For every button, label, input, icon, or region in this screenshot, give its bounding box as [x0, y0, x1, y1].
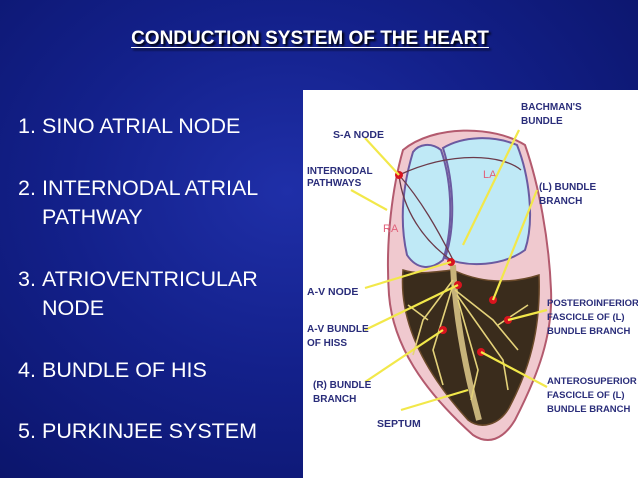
list-item-number: 5. — [18, 419, 36, 443]
internodal-label-2: PATHWAYS — [307, 178, 362, 189]
heart-diagram: LA RA S-A NODE INTERNODAL PATHWAYS A-V N… — [307, 102, 638, 441]
post-fascicle-label-1: POSTEROINFERIOR — [547, 298, 638, 309]
list-item-number: 2. — [18, 176, 36, 200]
list-item-number: 4. — [18, 358, 36, 382]
l-bundle-label-2: BRANCH — [539, 196, 582, 207]
list-item: 3. ATRIOVENTRICULAR NODE — [18, 265, 303, 323]
post-fascicle-label-2: FASCICLE OF (L) — [547, 312, 625, 323]
chamber-ra-label: RA — [383, 223, 399, 235]
septum-label: SEPTUM — [377, 418, 421, 430]
list-item-text: SINO ATRIAL NODE — [42, 114, 241, 138]
list-item: 2. INTERNODAL ATRIAL PATHWAY — [18, 174, 303, 232]
septum-wall — [450, 264, 482, 421]
ant-fascicle-label-2: FASCICLE OF (L) — [547, 390, 625, 401]
internodal-pathways — [398, 156, 522, 261]
list-item-number: 3. — [18, 267, 36, 291]
purkinje-fibers — [407, 279, 529, 401]
l-bundle-label-1: (L) BUNDLE — [539, 182, 597, 193]
list-item: 5. PURKINJEE SYSTEM — [18, 417, 303, 446]
chamber-la-label: LA — [483, 169, 497, 181]
list-item-number: 1. — [18, 114, 36, 138]
list-item-text: ATRIOVENTRICULAR NODE — [42, 267, 258, 320]
list-item: 1. SINO ATRIAL NODE — [18, 112, 303, 141]
av-bundle-label-1: A-V BUNDLE — [307, 324, 369, 335]
post-fascicle-label-3: BUNDLE BRANCH — [547, 326, 631, 337]
sa-node-label: S-A NODE — [333, 129, 384, 141]
av-bundle-label-2: OF HISS — [307, 338, 347, 349]
heart-diagram-panel: LA RA S-A NODE INTERNODAL PATHWAYS A-V N… — [303, 90, 638, 478]
bachmans-label-2: BUNDLE — [521, 116, 563, 127]
internodal-label-1: INTERNODAL — [307, 166, 373, 177]
right-atrium — [401, 144, 452, 268]
list-item-text: INTERNODAL ATRIAL PATHWAY — [42, 176, 258, 229]
ant-fascicle-label-1: ANTEROSUPERIOR — [547, 376, 637, 387]
list-item: 4. BUNDLE OF HIS — [18, 356, 303, 385]
av-node-label: A-V NODE — [307, 286, 358, 298]
pointer-lines — [350, 129, 548, 412]
slide-title: CONDUCTION SYSTEM OF THE HEART — [131, 28, 489, 49]
r-bundle-label-2: BRANCH — [313, 394, 356, 405]
bachmans-label-1: BACHMAN'S — [521, 102, 582, 113]
list-item-text: BUNDLE OF HIS — [42, 358, 207, 382]
left-atrium — [441, 137, 532, 266]
ant-fascicle-label-3: BUNDLE BRANCH — [547, 404, 631, 415]
r-bundle-label-1: (R) BUNDLE — [313, 380, 372, 391]
list-item-text: PURKINJEE SYSTEM — [42, 419, 258, 443]
